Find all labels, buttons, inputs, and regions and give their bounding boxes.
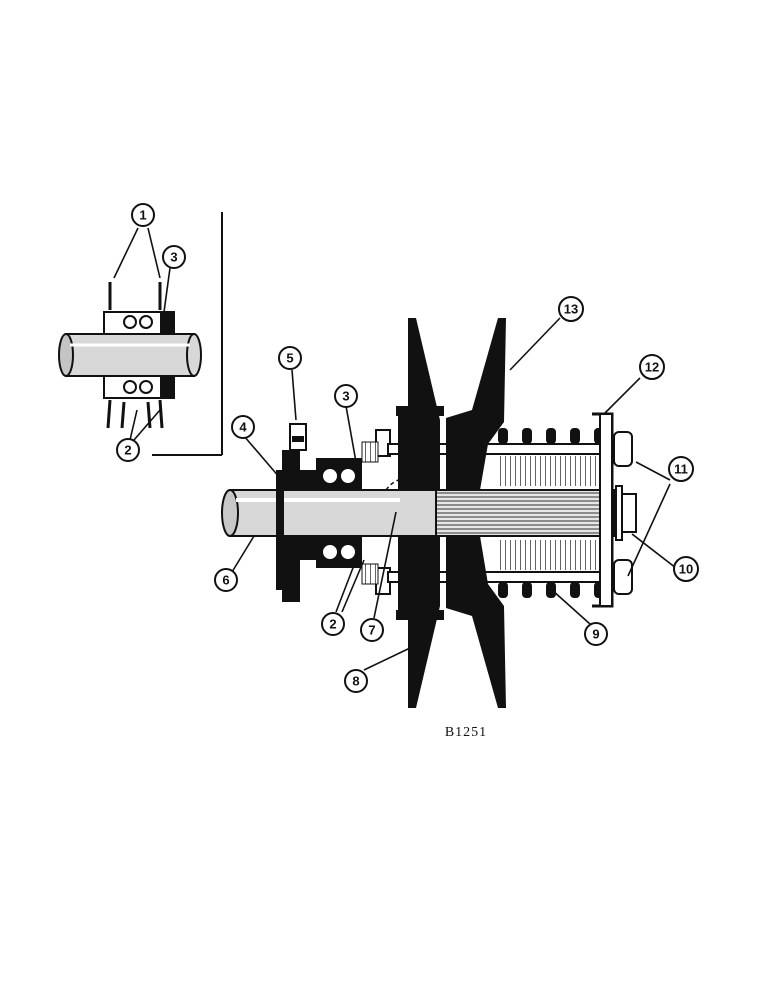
fixed-sheave-half <box>396 318 444 708</box>
svg-text:7: 7 <box>368 623 375 638</box>
callout-6: 6 <box>214 568 238 592</box>
svg-text:3: 3 <box>170 250 177 265</box>
inset-flange-plates <box>106 282 164 429</box>
callout-7: 7 <box>360 618 384 642</box>
inset-callout-1: 1 <box>131 203 155 227</box>
inset-callout-3: 3 <box>162 245 186 269</box>
callout-4: 4 <box>231 415 255 439</box>
callout-12: 12 <box>639 354 665 380</box>
svg-text:1: 1 <box>139 208 146 223</box>
main-leaders <box>231 317 677 671</box>
retainer-nuts <box>613 431 633 595</box>
inset-bearing-bottom <box>103 375 175 399</box>
shaft-end-nut <box>615 485 637 541</box>
svg-text:4: 4 <box>239 420 247 435</box>
ball-bearing <box>316 458 362 568</box>
svg-text:3: 3 <box>342 389 349 404</box>
svg-text:10: 10 <box>679 562 693 577</box>
spline-section <box>435 489 615 537</box>
compression-spring <box>498 428 610 598</box>
svg-text:2: 2 <box>124 443 131 458</box>
lock-collar <box>289 423 307 451</box>
svg-text:8: 8 <box>352 674 359 689</box>
callout-3: 3 <box>334 384 358 408</box>
movable-sheave-half <box>446 318 506 708</box>
figure-id: B1251 <box>445 725 487 740</box>
svg-text:9: 9 <box>592 627 599 642</box>
svg-text:11: 11 <box>674 462 688 477</box>
main-assembly: 5 4 3 6 2 7 8 9 <box>214 296 699 708</box>
callout-2: 2 <box>321 612 345 636</box>
inset-shaft <box>58 333 202 377</box>
callout-10: 10 <box>673 556 699 582</box>
svg-text:13: 13 <box>564 302 578 317</box>
callout-13: 13 <box>558 296 584 322</box>
svg-text:2: 2 <box>329 617 336 632</box>
callout-8: 8 <box>344 669 368 693</box>
inset-bearing-top <box>103 311 175 335</box>
bearing-housing <box>276 450 318 602</box>
callout-5: 5 <box>278 346 302 370</box>
inset-detail: 1 3 2 <box>58 203 223 462</box>
inset-callout-2: 2 <box>116 438 140 462</box>
svg-text:12: 12 <box>645 360 659 375</box>
callout-11: 11 <box>668 456 694 482</box>
svg-text:5: 5 <box>286 351 293 366</box>
callout-9: 9 <box>584 622 608 646</box>
inset-leaders <box>113 227 171 441</box>
spring-retainer <box>592 412 614 608</box>
svg-text:6: 6 <box>222 573 229 588</box>
